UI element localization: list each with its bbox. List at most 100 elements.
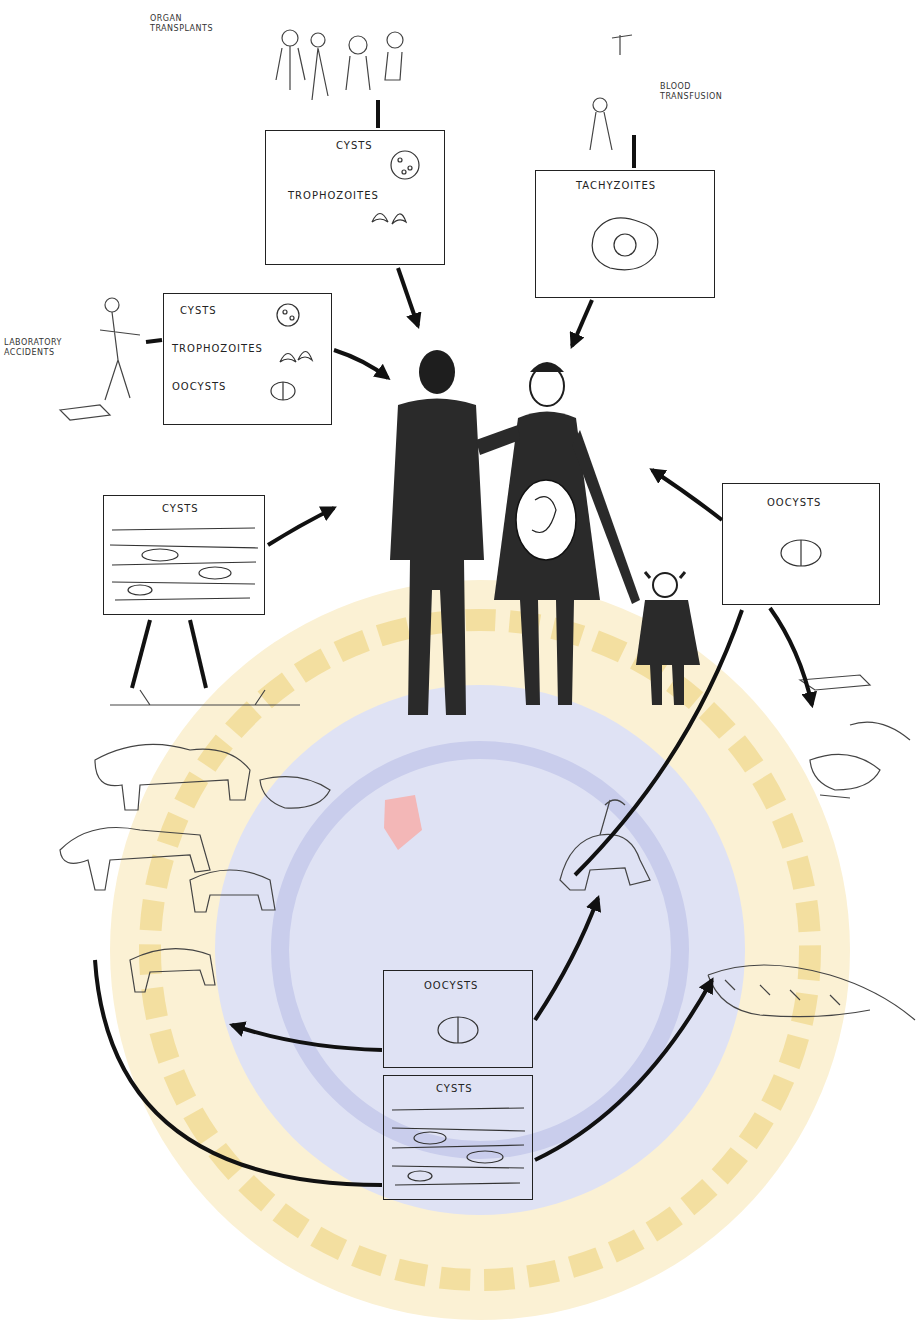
human-family: [390, 350, 700, 715]
transmission-arrows: [334, 350, 388, 378]
watermark-seal: [384, 795, 422, 850]
animals: [708, 965, 915, 1020]
animals: [190, 870, 275, 912]
box-pictures: [280, 352, 312, 363]
human-family: [390, 399, 484, 716]
watermark-seal: [280, 750, 680, 1150]
human-family: [650, 665, 684, 705]
donor-figures: [385, 52, 402, 80]
watermark-seal: [110, 580, 850, 1320]
human-family: [653, 573, 677, 597]
donor-figures: [311, 33, 325, 47]
donor-figures: [590, 112, 612, 150]
stage-name: TROPHOZOITES: [288, 189, 379, 203]
transmission-arrows: [232, 1025, 382, 1050]
animals: [95, 744, 250, 810]
human-family: [636, 600, 700, 665]
stage-name: CYSTS: [336, 139, 373, 153]
box-pictures: [457, 1017, 458, 1043]
stage-box: CYSTS TROPHOZOITES OOCYSTS: [163, 293, 332, 425]
stage-name: CYSTS: [436, 1082, 473, 1096]
box-pictures: [290, 316, 294, 320]
box-pictures: [800, 540, 801, 566]
box-pictures: [199, 567, 231, 579]
stage-box: TACHYZOITES: [535, 170, 715, 298]
box-pictures: [391, 151, 419, 179]
box-pictures: [592, 218, 658, 270]
stage-name: CYSTS: [162, 502, 199, 516]
donor-figures: [312, 48, 328, 100]
human-family: [516, 480, 576, 560]
transmission-arrows: [268, 508, 334, 545]
transmission-arrows: [770, 608, 812, 705]
human-family: [645, 572, 685, 578]
transmission-arrows: [95, 100, 812, 1185]
human-family: [530, 362, 564, 372]
transmission-arrows: [535, 898, 598, 1020]
route-label: ORGAN TRANSPLANTS: [150, 14, 230, 34]
laboratory-figure: [60, 405, 110, 420]
donor-figures: [276, 46, 305, 90]
human-family: [476, 425, 520, 455]
animals: [130, 949, 215, 992]
box-pictures: [408, 1171, 432, 1181]
transmission-arrows: [652, 470, 722, 520]
donor-figures: [282, 30, 298, 46]
donor-figures: [387, 32, 403, 48]
box-pictures: [398, 158, 402, 162]
box-pictures: [110, 528, 258, 600]
animals: [800, 675, 910, 740]
box-pictures: [128, 585, 152, 595]
human-family: [419, 350, 455, 394]
box-pictures: [402, 170, 406, 174]
donor-figures: [346, 56, 370, 90]
box-pictures: [408, 166, 412, 170]
box-pictures: [283, 310, 287, 314]
box-pictures: [271, 382, 295, 400]
box-pictures: [142, 549, 178, 561]
animals: [600, 800, 625, 835]
box-pictures: [781, 540, 821, 566]
box-pictures: [392, 1108, 525, 1185]
donor-figures: [612, 35, 632, 55]
stage-name: CYSTS: [180, 304, 217, 318]
stage-name: OOCYSTS: [767, 496, 821, 510]
stage-name: TROPHOZOITES: [172, 342, 263, 356]
box-pictures: [438, 1017, 478, 1043]
animals: [60, 675, 915, 1020]
box-pictures: [614, 234, 636, 256]
transmission-arrows: [535, 980, 712, 1160]
transmission-arrows: [376, 100, 380, 128]
transmission-arrows: [95, 960, 382, 1185]
animals: [725, 980, 840, 1005]
animals: [110, 690, 300, 705]
box-pictures: [414, 1132, 446, 1144]
stage-box: CYSTS TROPHOZOITES: [265, 130, 445, 265]
box-pictures: [372, 214, 406, 225]
box-pictures: [282, 382, 283, 400]
stage-name: OOCYSTS: [172, 380, 226, 394]
stage-box: CYSTS: [383, 1075, 533, 1200]
human-family: [520, 600, 574, 705]
box-pictures: [467, 1151, 503, 1163]
box-pictures: [110, 151, 821, 1185]
stage-box: OOCYSTS: [722, 483, 880, 605]
donor-figures: [276, 30, 632, 150]
human-family: [572, 430, 640, 604]
stage-box: OOCYSTS: [383, 970, 533, 1068]
transmission-arrows: [190, 620, 206, 688]
transmission-arrows: [146, 340, 162, 342]
human-family: [532, 497, 556, 533]
transmission-arrows: [632, 135, 636, 168]
animals: [260, 777, 330, 809]
donor-figures: [349, 36, 367, 54]
animals: [60, 828, 210, 891]
stage-name: TACHYZOITES: [576, 179, 656, 193]
laboratory-figure: [100, 312, 140, 400]
stage-box: CYSTS: [103, 495, 265, 615]
transmission-arrows: [572, 300, 592, 346]
laboratory-figure: [60, 298, 140, 420]
